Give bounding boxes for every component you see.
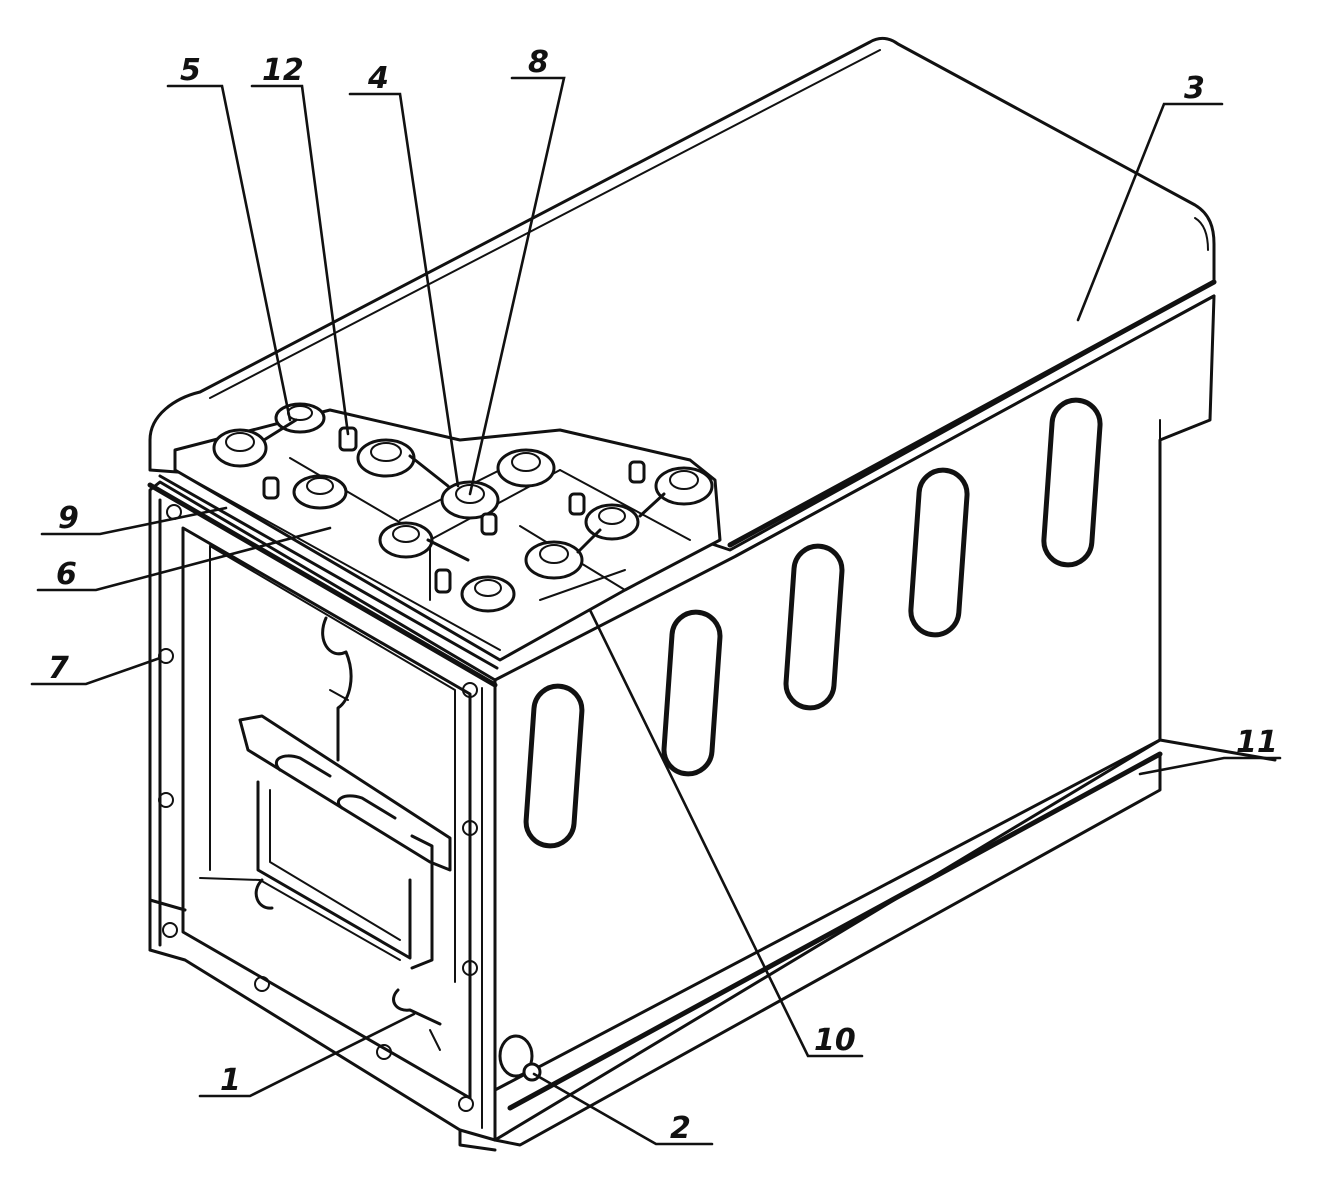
callout-8: 8	[528, 45, 549, 80]
callout-10: 10	[814, 1023, 856, 1058]
vent-plug	[262, 476, 280, 500]
frame-bolt	[462, 820, 478, 836]
terminal-nut	[440, 480, 500, 520]
terminal-nut	[378, 521, 434, 559]
terminal-nut	[460, 575, 516, 613]
callout-1: 1	[220, 1063, 241, 1098]
frame-bolt	[162, 922, 178, 938]
vent-slot	[661, 609, 723, 777]
frame-bolt	[158, 792, 174, 808]
frame-bolt	[458, 1096, 474, 1112]
terminal-nut	[356, 438, 416, 478]
callout-5: 5	[180, 53, 201, 88]
callout-9: 9	[58, 501, 79, 536]
cell-terminals	[212, 402, 714, 613]
frame-bolt	[254, 976, 270, 992]
frame-bolt	[462, 682, 478, 698]
battery-side-wall	[493, 294, 1277, 1147]
frame-bolt	[158, 648, 174, 664]
callout-6: 6	[56, 557, 77, 592]
callout-7: 7	[48, 651, 69, 686]
terminal-nut	[584, 503, 640, 541]
terminal-nut	[496, 448, 556, 488]
callout-2: 2	[670, 1111, 691, 1146]
battery-lid	[148, 36, 1217, 558]
terminal-nut	[292, 474, 348, 510]
vent-slot	[908, 467, 970, 638]
callout-12: 12	[262, 53, 304, 88]
vent-plug	[480, 512, 498, 536]
terminal-nut	[212, 428, 268, 468]
callout-labels: 5 12 4 8 3 9 6 7 10 11 1 2	[48, 45, 1278, 1146]
terminal-nut	[654, 466, 714, 506]
callout-4: 4	[367, 61, 389, 96]
terminal-nut	[524, 540, 584, 580]
front-frame	[148, 480, 497, 1152]
vent-plug	[434, 568, 452, 594]
ventilation-slots	[523, 397, 1103, 849]
vent-slot	[783, 543, 845, 711]
vent-slot	[523, 683, 585, 849]
callout-11: 11	[1236, 725, 1278, 760]
cell-top-panel	[147, 408, 722, 688]
vent-slot	[1041, 397, 1103, 568]
vent-plug	[628, 460, 646, 484]
handle-assembly	[199, 616, 452, 1051]
frame-bolt	[462, 960, 478, 976]
callout-leaders	[30, 76, 1282, 1146]
frame-bolt	[376, 1044, 392, 1060]
vent-plug	[568, 492, 586, 516]
callout-3: 3	[1184, 71, 1205, 106]
